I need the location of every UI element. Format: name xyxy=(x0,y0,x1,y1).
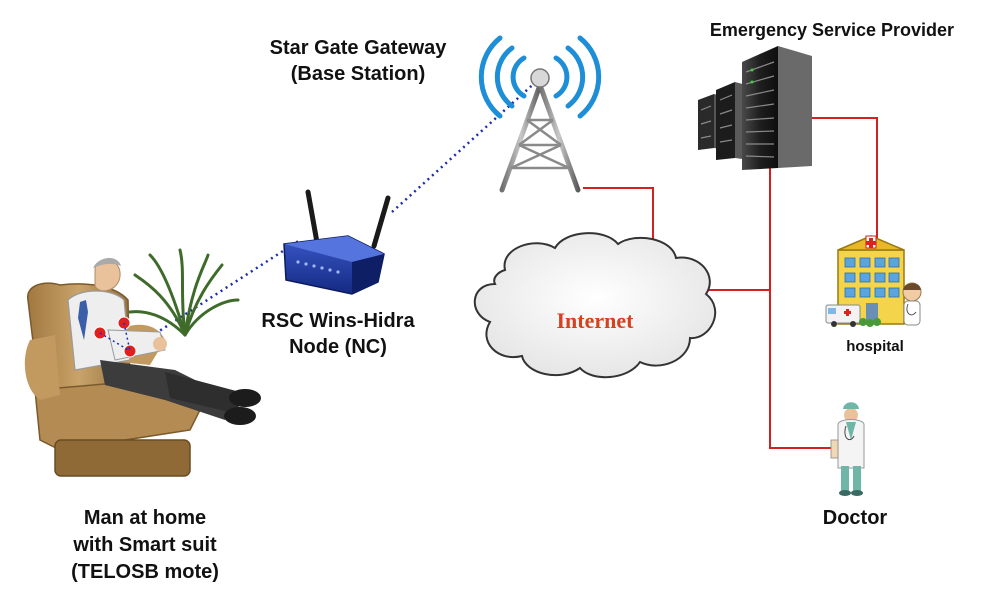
man-label: Man at home with Smart suit (TELOSB mote… xyxy=(30,505,260,586)
man-label-line1: Man at home xyxy=(83,507,207,529)
esp-label: Emergency Service Provider xyxy=(709,20,955,40)
gateway-tower-icon xyxy=(478,35,602,193)
router-label-line2: Node (NC) xyxy=(289,336,387,358)
wired-links xyxy=(583,117,878,449)
link-esp-to-hospital xyxy=(808,117,878,240)
plant-icon xyxy=(128,248,240,337)
doctor-label: Doctor xyxy=(822,507,888,529)
hospital-icon xyxy=(825,235,922,327)
link-suit-to-router xyxy=(129,238,301,352)
hospital-label: hospital xyxy=(846,338,904,355)
internet-cloud-icon xyxy=(473,232,717,379)
gateway-label-line1: Star Gate Gateway xyxy=(269,37,447,59)
man-in-recliner-icon xyxy=(24,257,261,477)
man-label-line2: with Smart suit xyxy=(73,534,217,556)
sensor-dots xyxy=(93,316,137,358)
doctor-icon xyxy=(830,402,865,496)
server-rack-icon xyxy=(698,46,812,170)
wireless-links xyxy=(129,79,539,352)
router-label-line1: RSC Wins-Hidra xyxy=(261,310,415,332)
wireless-router-icon xyxy=(283,189,391,295)
man-label-line3: (TELOSB mote) xyxy=(71,561,219,583)
link-internet-to-esp xyxy=(707,168,771,291)
link-tower-to-internet xyxy=(583,187,654,245)
gateway-label-line2: (Base Station) xyxy=(290,63,426,85)
router-label: RSC Wins-Hidra Node (NC) xyxy=(218,308,458,360)
sensor-dot xyxy=(123,344,137,358)
gateway-label: Star Gate Gateway (Base Station) xyxy=(238,35,478,87)
internet-label: Internet xyxy=(556,308,634,333)
link-internet-to-doctor xyxy=(769,290,833,449)
